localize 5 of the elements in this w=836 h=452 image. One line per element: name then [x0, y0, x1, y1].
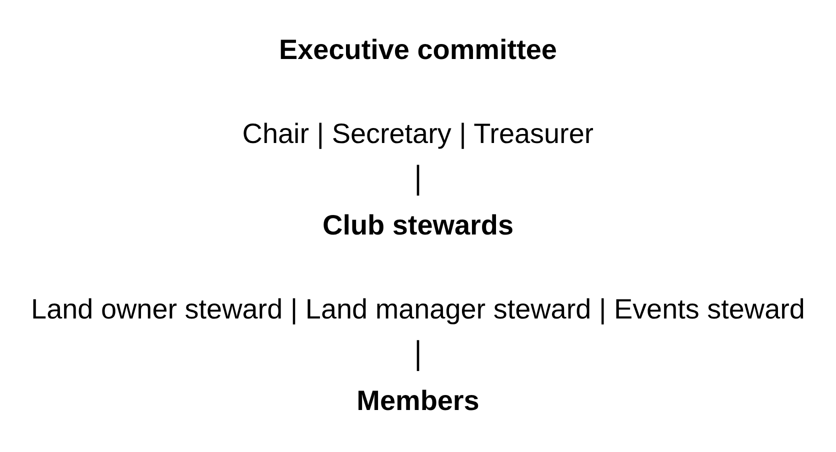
node-text: Club stewards Land owner steward | Land manager steward | Events steward [31, 210, 805, 325]
node-text: Members [356, 385, 480, 416]
connector [416, 164, 420, 196]
connector [416, 340, 420, 372]
node-text: Executive committee Chair | Secretary | Treasurer [242, 34, 594, 150]
